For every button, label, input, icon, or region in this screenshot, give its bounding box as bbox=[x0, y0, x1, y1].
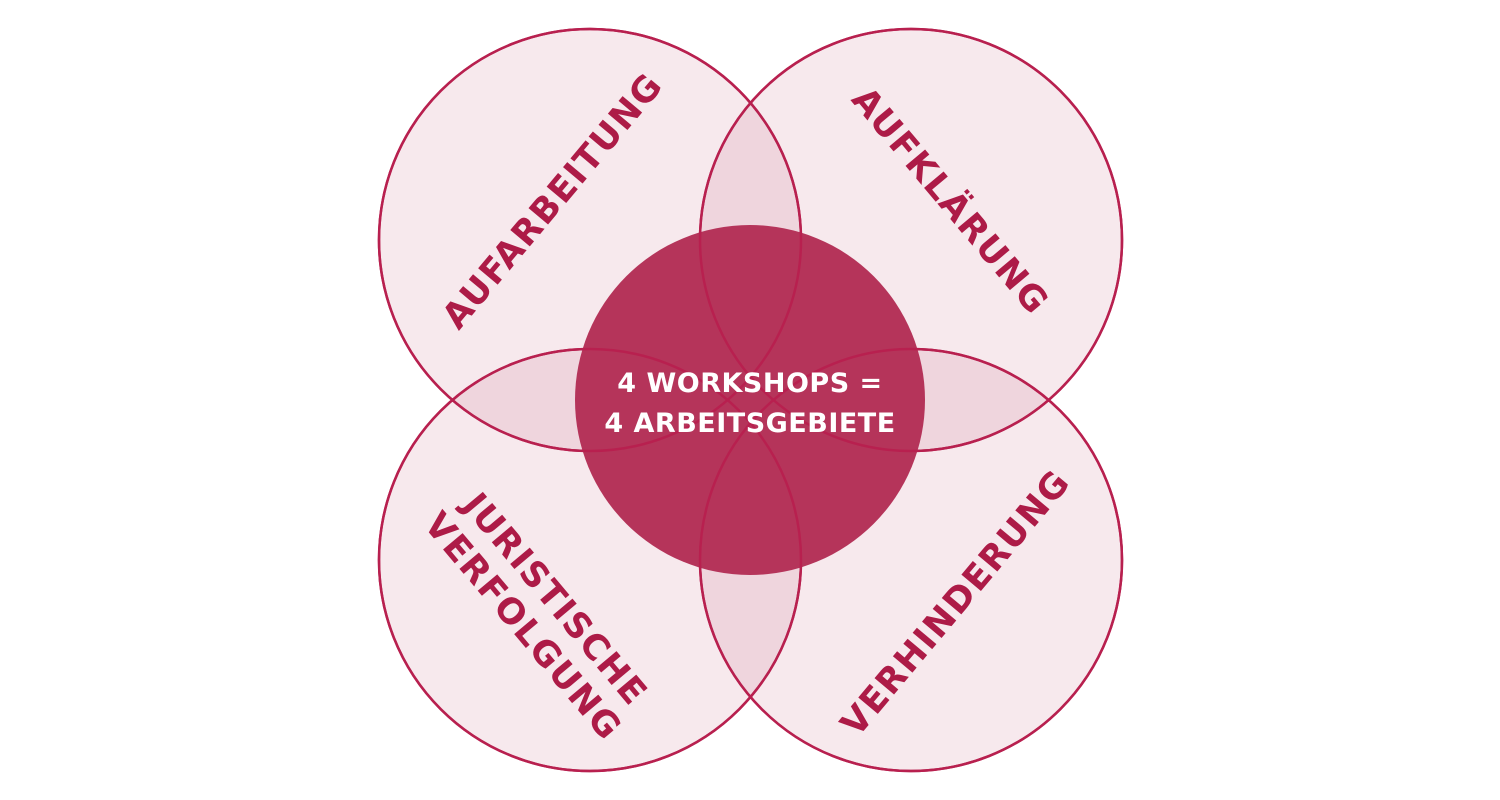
circle-outlines bbox=[377, 27, 1124, 773]
center-label-line1: 4 WORKSHOPS = bbox=[617, 368, 882, 399]
center-label-line2: 4 ARBEITSGEBIETE bbox=[604, 408, 895, 439]
center-circle bbox=[575, 225, 925, 575]
